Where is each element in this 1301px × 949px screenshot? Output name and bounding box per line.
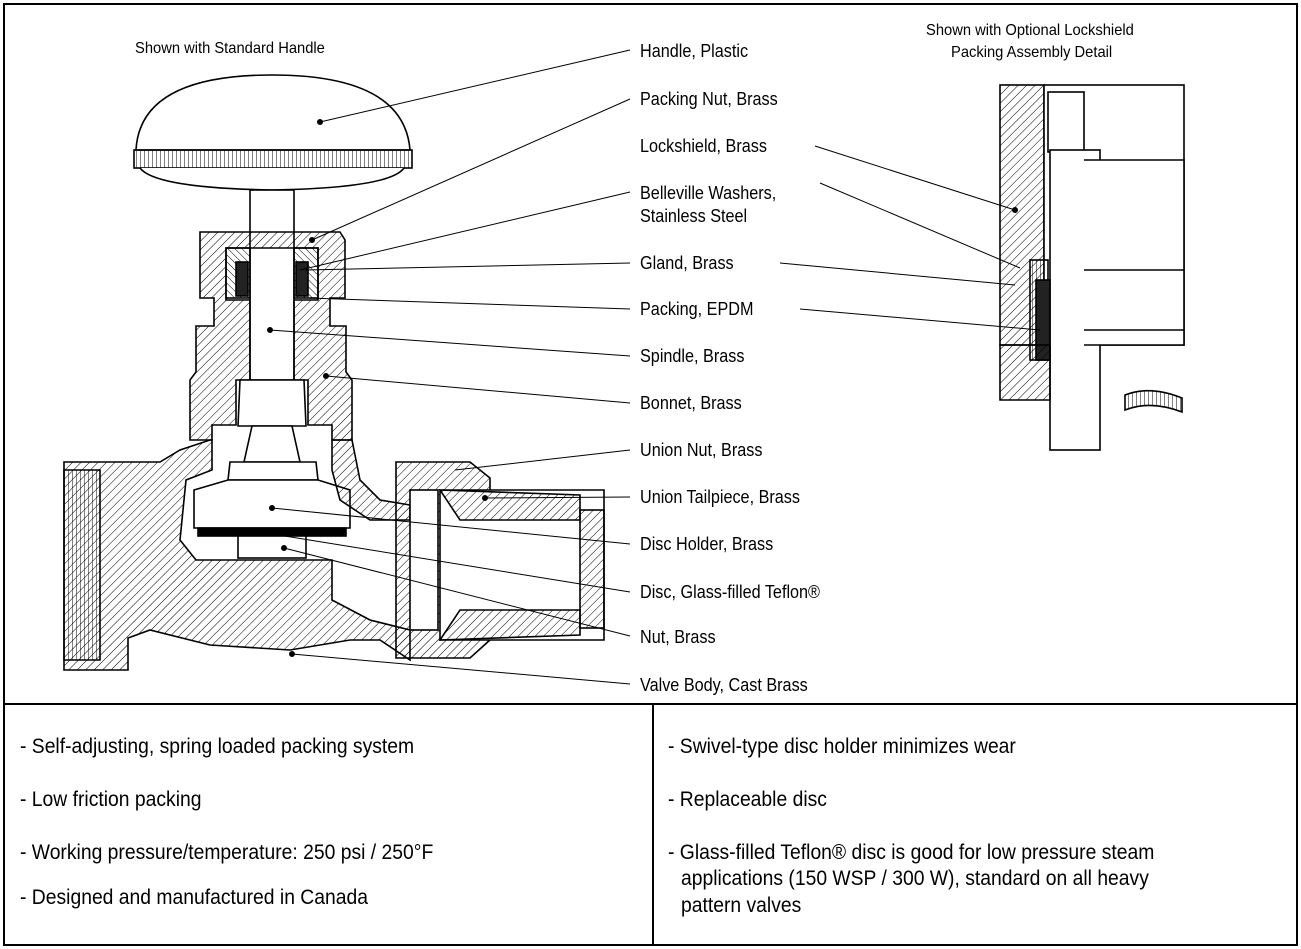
label-union-tailpiece: Union Tailpiece, Brass	[640, 487, 800, 507]
feature-right-3-cont2: pattern valves	[681, 894, 802, 917]
label-stainless-steel: Stainless Steel	[640, 206, 748, 226]
label-packing: Packing, EPDM	[640, 299, 754, 319]
feature-left-2: - Low friction packing	[20, 788, 202, 811]
label-union-nut: Union Nut, Brass	[640, 440, 763, 460]
feature-right-3: - Glass-filled Teflon® disc is good for …	[668, 841, 1155, 864]
spindle	[249, 189, 295, 381]
feature-right-2: - Replaceable disc	[668, 788, 827, 811]
label-disc-holder: Disc Holder, Brass	[640, 534, 774, 554]
feature-left-1: - Self-adjusting, spring loaded packing …	[20, 735, 415, 758]
label-lockshield: Lockshield, Brass	[640, 136, 767, 156]
label-handle: Handle, Plastic	[640, 41, 749, 61]
lockshield-detail	[999, 84, 1185, 451]
caption-standard-handle: Shown with Standard Handle	[135, 40, 325, 57]
diagram-frame	[3, 3, 1298, 946]
column-divider	[652, 704, 654, 946]
caption-lockshield-line2: Packing Assembly Detail	[951, 44, 1113, 61]
feature-right-1: - Swivel-type disc holder minimizes wear	[668, 735, 1016, 758]
label-spindle: Spindle, Brass	[640, 346, 745, 366]
bonnet	[189, 231, 353, 441]
label-packing-nut: Packing Nut, Brass	[640, 89, 778, 109]
caption-lockshield-line1: Shown with Optional Lockshield	[926, 22, 1134, 39]
leader-lines	[259, 49, 1041, 685]
disc-holder	[193, 379, 351, 559]
feature-left-3: - Working pressure/temperature: 250 psi …	[20, 841, 434, 864]
valve-body	[63, 439, 411, 671]
section-divider	[3, 703, 1298, 705]
label-nut: Nut, Brass	[640, 627, 716, 647]
label-disc: Disc, Glass-filled Teflon®	[640, 582, 820, 602]
feature-left-4: - Designed and manufactured in Canada	[20, 886, 368, 909]
label-gland: Gland, Brass	[640, 253, 734, 273]
handle	[133, 74, 413, 191]
union	[395, 461, 605, 659]
label-bonnet: Bonnet, Brass	[640, 393, 742, 413]
label-belleville-washers: Belleville Washers,	[640, 183, 777, 203]
label-valve-body: Valve Body, Cast Brass	[640, 675, 808, 695]
feature-right-3-cont1: applications (150 WSP / 300 W), standard…	[681, 867, 1149, 890]
